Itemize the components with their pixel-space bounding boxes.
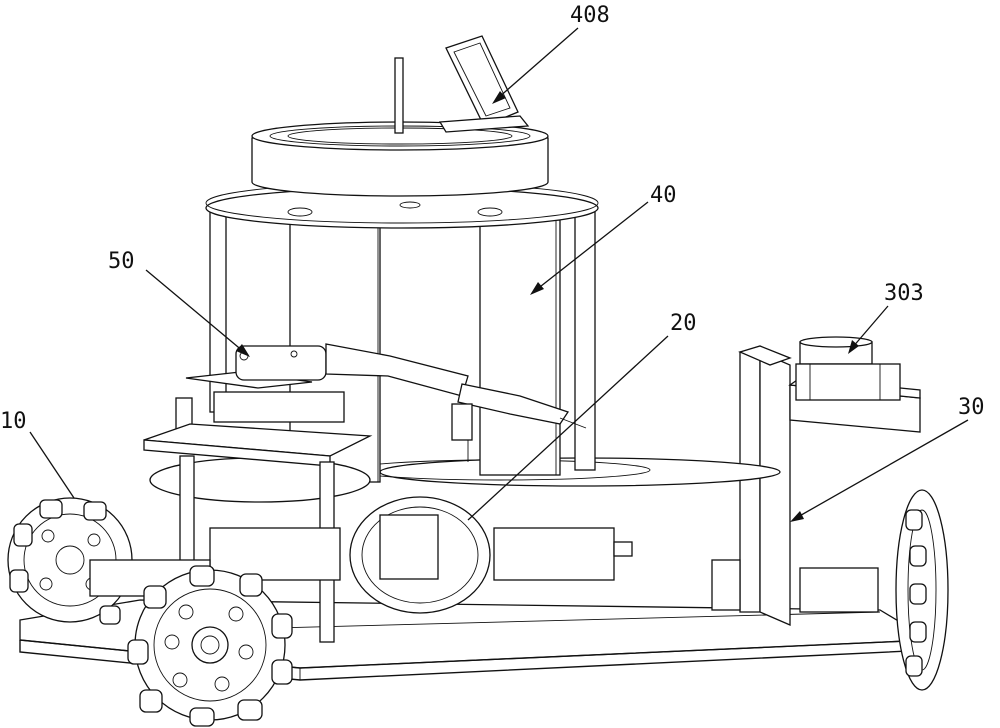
- leader-408: [497, 27, 579, 99]
- arrowhead-303: [848, 340, 859, 354]
- label-50: 50: [108, 249, 135, 274]
- label-408: 408: [570, 3, 610, 28]
- reference-labels: 408 40 50 303 20 10 30: [0, 3, 985, 434]
- leader-30: [795, 419, 969, 519]
- arrowhead-50: [236, 344, 250, 357]
- leader-303: [851, 305, 889, 349]
- leader-40: [535, 201, 649, 291]
- arrowhead-408: [492, 91, 506, 104]
- tablet-screen-408: [438, 35, 530, 133]
- front-platform: [143, 371, 373, 643]
- leader-50: [145, 269, 245, 353]
- omni-wheel-right: [895, 489, 949, 691]
- electronics-module-303: [795, 336, 901, 401]
- label-20: 20: [670, 311, 697, 336]
- label-10: 10: [0, 409, 27, 434]
- arrowhead-30: [790, 511, 804, 522]
- omni-wheel-front-left-10: [127, 565, 293, 727]
- label-303: 303: [884, 281, 924, 306]
- arrowhead-40: [530, 282, 544, 295]
- omni-wheel-rear-left: [7, 497, 211, 625]
- label-30: 30: [958, 395, 985, 420]
- leader-lines: [29, 27, 969, 522]
- leader-10: [29, 431, 75, 499]
- leader-20: [467, 335, 669, 521]
- lower-turntable-disc: [349, 457, 781, 487]
- bevel-gear-drive-20: [209, 496, 879, 614]
- label-40: 40: [650, 183, 677, 208]
